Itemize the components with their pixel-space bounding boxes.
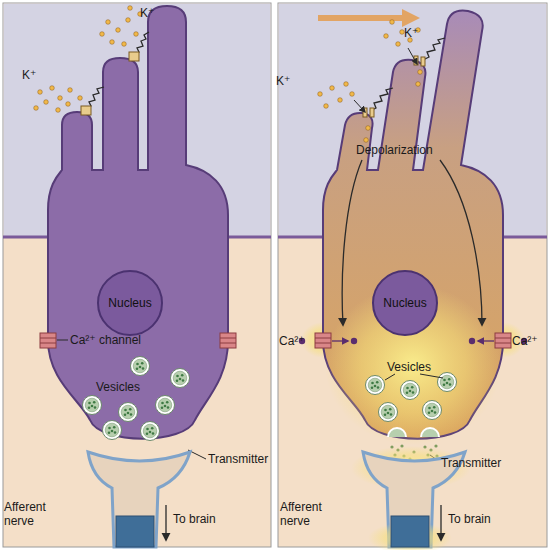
hair-cell-resting: [48, 6, 228, 439]
callout-label: Transmitter: [441, 456, 501, 470]
vesicle: [83, 396, 102, 415]
leader-line: [385, 374, 395, 380]
vesicle: [103, 421, 122, 440]
vesicle: [131, 357, 150, 376]
nucleus: Nucleus: [371, 269, 439, 337]
panel-background: [278, 3, 547, 547]
deflection-arrow-head: [402, 9, 420, 27]
vesicle: [401, 381, 420, 400]
calcium-ion: [351, 338, 357, 344]
callout-label: Transmitter: [208, 452, 268, 466]
depolarization-arrow: [342, 160, 362, 325]
vesicle: [171, 369, 190, 388]
callout-label: To brain: [448, 512, 491, 526]
calcium-channel: [495, 333, 511, 348]
k-channel-open: [363, 108, 374, 117]
callout-label: To brain: [173, 512, 216, 526]
calcium-channel: [315, 333, 331, 348]
vesicle: [423, 401, 442, 420]
callout-label: Vesicles: [387, 360, 431, 374]
callout-label: Vesicles: [96, 380, 140, 394]
callout-label: K⁺: [276, 74, 290, 88]
k-channel-closed: [81, 106, 91, 115]
depolarization-arrow: [440, 160, 482, 325]
potassium-ions: [318, 20, 423, 143]
myelin-sheath: [391, 516, 429, 547]
ion-flow-arrow: [408, 48, 417, 64]
k-channel-closed: [129, 52, 139, 61]
vesicle: [366, 376, 385, 395]
vesicle: [438, 373, 457, 392]
callout-label: Ca²⁺: [512, 334, 538, 348]
nucleus-label: Nucleus: [108, 296, 151, 310]
myelin-sheath: [116, 516, 154, 547]
calcium-influx-arrow: [478, 340, 494, 341]
calcium-influx-arrow: [332, 340, 348, 341]
vesicle: [156, 396, 175, 415]
leader-line: [420, 374, 443, 378]
nucleus-circle: [373, 271, 437, 335]
vesicle: [119, 403, 138, 422]
nucleus-circle: [98, 271, 162, 335]
potassium-ions: [34, 6, 143, 113]
afferent-terminal: [88, 452, 190, 547]
fusing-vesicle: [388, 428, 439, 437]
ion-flow-arrow: [354, 100, 365, 112]
callout-label: Ca²⁺: [279, 334, 305, 348]
leader-line: [57, 340, 68, 341]
signal-arrow: [165, 505, 166, 540]
vesicle: [379, 403, 398, 422]
panel-background: [3, 3, 271, 547]
signal-arrow: [440, 505, 441, 540]
calcium-channel: [220, 333, 236, 348]
callout-label: K⁺: [404, 26, 418, 40]
calcium-channel: [40, 333, 56, 348]
callout-label: Ca²⁺ channel: [70, 333, 141, 347]
nucleus-label: Nucleus: [383, 296, 426, 310]
nucleus: Nucleus: [96, 269, 164, 337]
callout-label: Afferent nerve: [280, 500, 340, 528]
calcium-ion: [469, 338, 475, 344]
depolarization-glow: [325, 285, 501, 445]
callout-label: Afferent nerve: [4, 500, 64, 528]
vesicle: [141, 422, 160, 441]
callout-label: Depolarization: [356, 143, 433, 157]
callout-label: K⁺: [140, 6, 154, 20]
callout-label: K⁺: [22, 68, 36, 82]
tip-link-stretched: [423, 38, 445, 60]
